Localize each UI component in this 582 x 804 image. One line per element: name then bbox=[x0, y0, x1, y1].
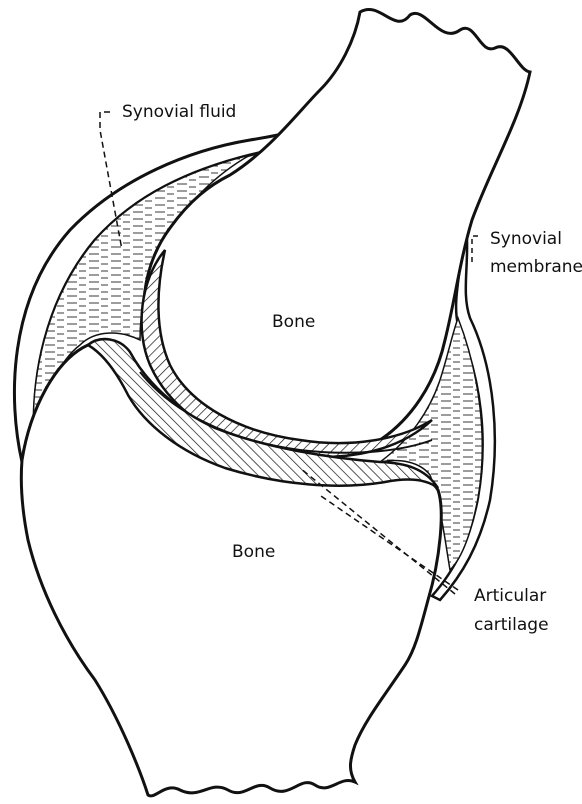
label-synovial-membrane-line2: membrane bbox=[490, 257, 582, 277]
label-articular-cartilage-line1: Articular bbox=[474, 586, 546, 606]
label-synovial-membrane-line1: Synovial bbox=[490, 229, 562, 249]
synovial-membrane-leader bbox=[472, 236, 478, 262]
label-bone-upper: Bone bbox=[272, 312, 315, 332]
label-bone-lower: Bone bbox=[232, 542, 275, 562]
label-synovial-fluid: Synovial fluid bbox=[122, 102, 236, 122]
label-articular-cartilage-line2: cartilage bbox=[474, 615, 549, 635]
